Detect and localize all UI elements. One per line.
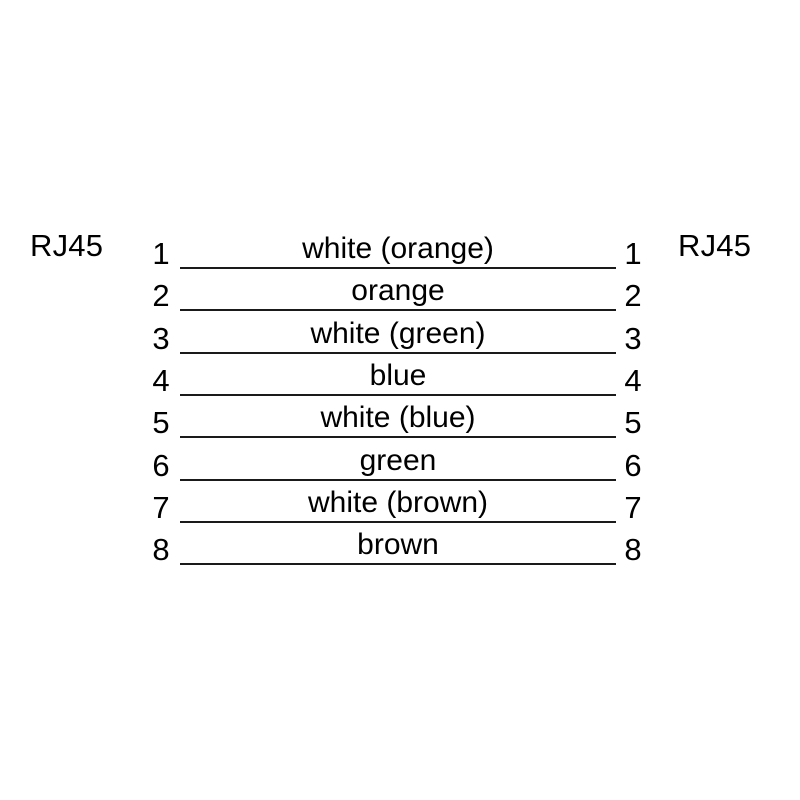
wire-line (180, 520, 616, 523)
pin-number-right: 1 (624, 236, 642, 271)
pin-number-right: 4 (624, 362, 642, 398)
wire-line (180, 393, 616, 396)
wire-line (180, 267, 616, 269)
connector-label-left: RJ45 (30, 228, 104, 263)
wire-line (180, 478, 616, 481)
pin-number-right: 8 (624, 532, 642, 568)
wire-color-label: green (359, 443, 437, 477)
pin-number-right: 2 (624, 278, 642, 314)
pin-number-left: 8 (152, 532, 170, 568)
pin-number-right: 5 (624, 405, 642, 441)
pin-number-left: 7 (152, 489, 170, 525)
pin-number-left: 1 (152, 236, 170, 271)
wire-color-label: white (orange) (302, 232, 494, 265)
pin-number-left: 4 (152, 362, 170, 398)
wire-color-label: white (brown) (307, 485, 489, 519)
pin-number-left: 5 (152, 405, 170, 441)
wire-line (180, 351, 616, 354)
pin-number-left: 2 (152, 278, 170, 314)
wire-line (180, 563, 616, 566)
pin-number-left: 6 (152, 447, 170, 483)
wire-color-label: white (green) (310, 316, 486, 350)
wire-line (180, 309, 616, 312)
wire-line (180, 436, 616, 439)
wire-color-label: white (blue) (320, 401, 476, 435)
wire-color-label: blue (369, 358, 427, 392)
wire-color-label: orange (351, 274, 445, 308)
wire-color-label: brown (357, 528, 439, 562)
pin-number-left: 3 (152, 320, 170, 356)
pin-number-right: 7 (624, 489, 642, 525)
connector-label-right: RJ45 (678, 228, 752, 263)
pin-number-right: 6 (624, 447, 642, 483)
pin-number-right: 3 (624, 320, 642, 356)
